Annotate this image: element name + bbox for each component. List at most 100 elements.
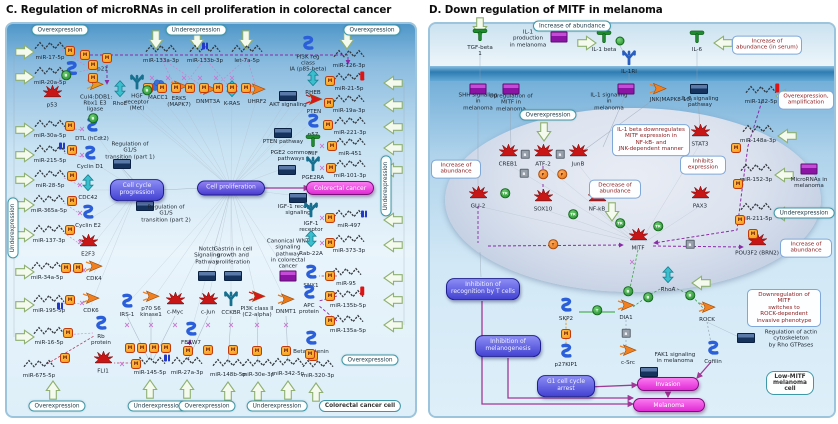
mirna-target-badge: M	[325, 238, 335, 248]
protein-kinase-icon	[303, 284, 316, 303]
inhibition-cross-icon: ×	[318, 163, 326, 173]
big-left-arrow-icon	[691, 273, 711, 293]
big-up-arrow-icon	[179, 379, 195, 399]
big-left-arrow-icon	[774, 165, 794, 185]
mirna-target-badge: M	[131, 359, 141, 369]
il-1-signaling-in-melanoma: IL-1 signaling in melanoma	[590, 92, 628, 112]
gli-2-label: GLI-2	[470, 203, 486, 210]
mir-135b-5p-label: miR-135b-5p	[329, 302, 367, 309]
purp-19	[469, 83, 487, 95]
mir-148b-5p: miR-148b-5p	[206, 355, 250, 379]
green-mechanism-badge: TR	[568, 209, 578, 219]
mir-365a-5p-label: miR-365a-5p	[31, 207, 67, 214]
e2f3-label: E2F3	[81, 251, 95, 258]
binding-badge: B	[621, 328, 631, 338]
big-right-arrow-icon	[15, 327, 35, 347]
mir-17-5p: miR-17-5p	[28, 38, 72, 62]
mir-497: miR-497	[327, 206, 371, 230]
mirna-squiggle-icon	[739, 160, 773, 177]
let-7a-5p: let-7a-5p	[225, 41, 269, 65]
pax3-label: PAX3	[692, 203, 708, 210]
big-down-arrow-icon	[148, 30, 164, 50]
mir-342-5p-label: miR-342-5p	[271, 370, 305, 377]
transcription-factor-icon	[567, 143, 589, 162]
mirna-target-badge: M	[305, 349, 315, 359]
inhibition-cross-icon: ×	[78, 298, 86, 308]
il-6-signaling-pathway: IL-6 signaling pathway	[681, 95, 719, 108]
mir-34a-5p: miR-34a-5p	[25, 258, 69, 282]
ligand-icon	[596, 30, 612, 47]
dia1-label: DIA1	[619, 314, 633, 321]
big-up-arrow-icon	[250, 381, 266, 401]
ligand-icon	[305, 134, 321, 151]
inhibition-of-melanogenesis: Inhibition of melanogenesis	[475, 335, 541, 357]
inhibition-cross-icon: ×	[147, 320, 155, 330]
protein-kinase-icon	[302, 35, 315, 54]
cyclin-e2-label: Cyclin E2	[75, 222, 101, 229]
red-bar-icon	[360, 286, 364, 296]
green-mechanism-badge: B	[142, 85, 152, 95]
rheb-label: RHEB	[305, 89, 321, 96]
inhibition-cross-icon: ×	[123, 320, 131, 330]
mirna-target-badge: M	[213, 83, 223, 93]
mirna-squiggle-icon	[332, 206, 366, 223]
mirna-squiggle-icon	[144, 41, 178, 58]
navy-56	[198, 271, 216, 281]
phospho-badge: T	[548, 239, 558, 249]
c-src: c-Src	[617, 343, 639, 367]
big-left-arrow-icon	[383, 210, 403, 230]
generic-protein-icon	[662, 266, 674, 287]
mirna-target-badge: M	[281, 346, 291, 356]
fbxw7: FBXW7	[178, 321, 204, 347]
blue-bars-icon	[57, 302, 63, 310]
transcription-factor-icon	[532, 143, 554, 162]
mif-label: MIF	[308, 150, 318, 157]
transcription-factor-icon	[92, 350, 114, 369]
decrease-of-abundance: Decrease of abundance	[589, 179, 641, 199]
panel-d-title: D. Down regulation of MITF in melanoma	[429, 4, 663, 16]
erk5-mapk7-label: ERK5 (MAPK7)	[167, 96, 191, 108]
mirna-target-badge: M	[183, 346, 193, 356]
receptor-icon	[305, 156, 321, 175]
il-1ri: IL-1RI	[607, 50, 651, 76]
mirna-target-badge: M	[67, 145, 77, 155]
overexpression: Overexpression	[343, 24, 401, 36]
big-left-arrow-icon	[777, 126, 797, 146]
mir-17-5p-label: miR-17-5p	[35, 54, 65, 61]
mir-16-5p-label: miR-16-5p	[34, 339, 64, 346]
g1-cell-cycle-arrest: G1 cell cycle arrest	[537, 375, 595, 397]
sox10: SOX10	[521, 188, 565, 214]
mirna-target-badge: M	[67, 171, 77, 181]
melanoma: Melanoma	[633, 398, 705, 412]
mitf-label: MITF	[631, 245, 645, 252]
navy-58	[224, 271, 242, 281]
protein-kinase-icon	[82, 204, 95, 223]
inhibition-of-recognition-by-t-cells: Inhibition of recognition by T cells	[446, 278, 520, 300]
mir-21-5p: miR-21-5p	[327, 69, 371, 93]
mirna-target-badge: M	[161, 343, 171, 353]
mir-195-5p-label: miR-195-5p	[32, 307, 66, 314]
gastrin-in-cell-growth-and-proliferation: Gastrin in cell growth and proliferation	[213, 246, 253, 266]
mirna-target-badge: M	[731, 143, 741, 153]
inhibition-cross-icon: ×	[196, 73, 204, 83]
fli1-label: FLI1	[97, 368, 109, 375]
il-6-label: IL-6	[691, 46, 703, 53]
pi3k-class-ii-c2-alpha: PI3K class II (C2-alpha)	[239, 289, 275, 319]
purp-49	[800, 163, 818, 175]
generic-protein-icon	[305, 230, 317, 251]
mirna-target-badge: M	[325, 76, 335, 86]
receptor-icon	[621, 50, 637, 69]
mir-148a-3p: miR-148a-3p	[736, 121, 780, 145]
phospho-badge: P	[538, 169, 548, 179]
mirna-target-badge: M	[149, 343, 159, 353]
cdk6: CDK6	[69, 291, 113, 315]
inhibition-cross-icon: ×	[118, 359, 126, 369]
underexpression: Underexpression	[380, 155, 392, 217]
dnmt1-label: DNMT1	[275, 308, 297, 315]
big-left-arrow-icon	[713, 33, 733, 53]
mirna-target-badge: M	[67, 196, 77, 206]
mirna-squiggle-icon	[331, 286, 365, 303]
rab-22a-label: Rab-22A	[299, 250, 323, 257]
p70-s6-kinase1-label: p70 S6 kinase1	[140, 306, 162, 318]
increase-of-abundance: Increase of abundance	[431, 159, 481, 179]
